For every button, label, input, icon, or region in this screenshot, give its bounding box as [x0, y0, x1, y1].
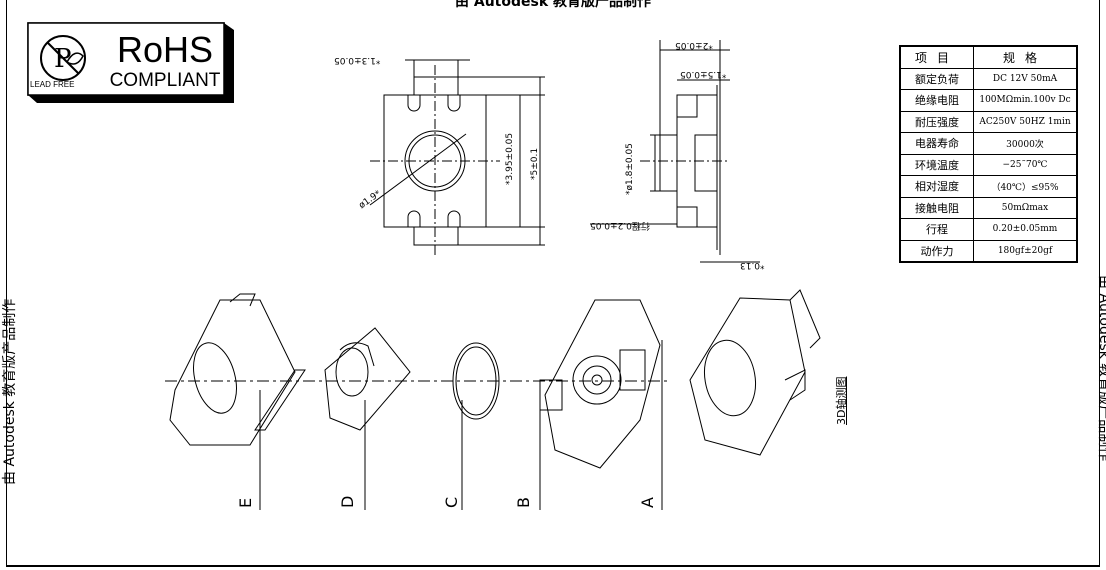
- spec-value: 100MΩmin.100v Dc: [973, 89, 1078, 112]
- part-d-drawing: [324, 327, 411, 510]
- part-label-c: C: [442, 496, 461, 508]
- dim-side-diameter: *ø1.8±0.05: [625, 143, 635, 195]
- lead-free-label: LEAD FREE: [30, 80, 75, 89]
- svg-text:P: P: [54, 44, 72, 74]
- dim-side-top: *2±0.05: [675, 40, 713, 50]
- frame-bottom-line: [6, 566, 1100, 567]
- dim-bottom: *0.13: [740, 260, 765, 270]
- rohs-subtitle: COMPLIANT: [109, 70, 221, 91]
- part-a-drawing: [661, 289, 821, 510]
- part-label-e: E: [236, 497, 255, 508]
- spec-header-row: 项目 规格: [899, 45, 1078, 69]
- dim-top-width: *1.3±0.05: [334, 55, 381, 65]
- part-e-drawing: [169, 293, 306, 510]
- spec-row: 环境温度−25˜70℃: [899, 153, 1078, 176]
- spec-key: 行程: [899, 218, 974, 241]
- axonometric-label: 3D轴测图: [835, 376, 848, 425]
- part-b-drawing: [539, 299, 661, 510]
- dim-height-inner: *3.95±0.05: [505, 132, 515, 185]
- rohs-title: RoHS: [116, 29, 214, 70]
- spec-key: 绝缘电阻: [899, 89, 974, 112]
- part-label-a: A: [638, 497, 657, 508]
- rohs-badge: P LEAD FREE RoHS COMPLIANT: [27, 22, 235, 104]
- dim-side-second: *1.5±0.05: [680, 69, 727, 79]
- side-view: [590, 40, 760, 263]
- rohs-badge-frame: P: [27, 22, 234, 103]
- part-label-b: B: [514, 497, 533, 508]
- spec-header-value: 规格: [973, 45, 1078, 69]
- part-c-drawing: [452, 342, 500, 510]
- spec-key: 电器寿命: [899, 132, 974, 155]
- spec-value: 180gf±20gf: [973, 239, 1078, 263]
- dim-stroke: 行程0.2±0.05: [590, 220, 650, 230]
- spec-key: 接触电阻: [899, 196, 974, 219]
- rohs-text: RoHS COMPLIANT: [103, 30, 227, 92]
- front-view: [369, 59, 545, 258]
- part-label-d: D: [338, 495, 357, 508]
- watermark-top: 由 Autodesk 教育版产品制作: [454, 0, 652, 10]
- dim-height-outer: *5±0.1: [530, 147, 540, 180]
- spec-value: DC 12V 50mA: [973, 67, 1078, 90]
- drawing-frame: [6, 0, 1100, 566]
- spec-key: 耐压强度: [899, 110, 974, 133]
- spec-key: 额定负荷: [899, 67, 974, 90]
